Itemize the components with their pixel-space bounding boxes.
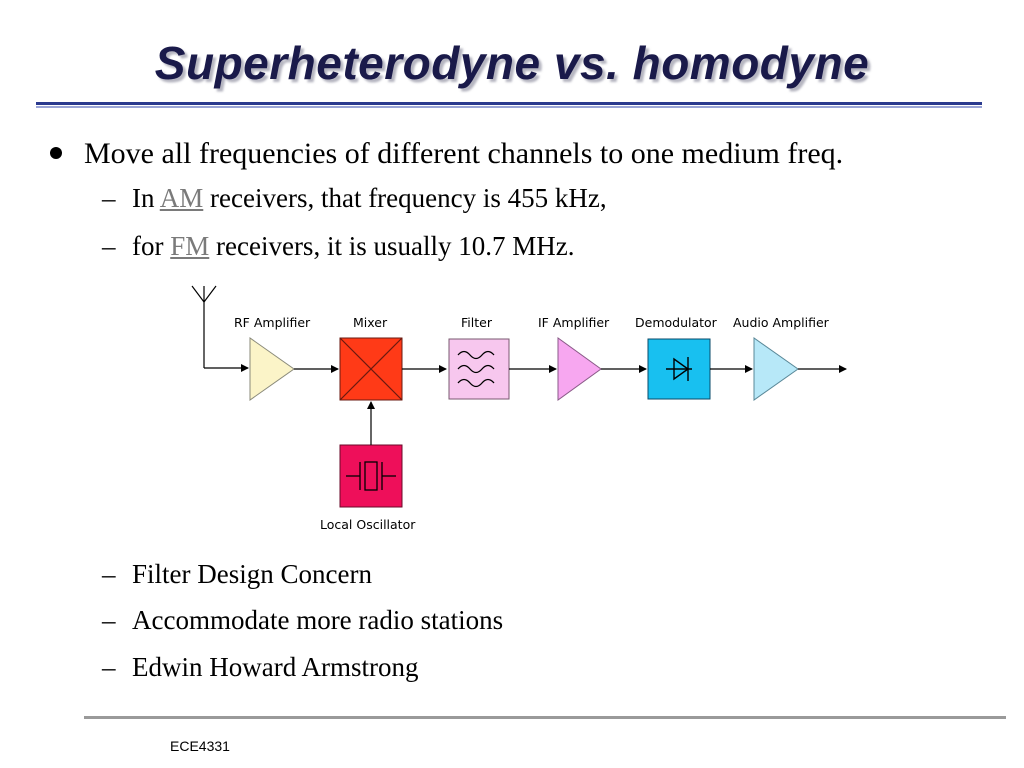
dash-icon: –	[102, 183, 116, 213]
sub-bullet-fm-pre: for	[132, 231, 171, 261]
if-amplifier-triangle	[557, 337, 602, 401]
diode-icon	[666, 357, 692, 381]
footer-divider	[84, 716, 1006, 719]
sub-bullet-fm: –for FM receivers, it is usually 10.7 MH…	[102, 231, 574, 262]
rf-amplifier-label: RF Amplifier	[234, 315, 311, 330]
title-divider	[36, 102, 982, 105]
mixer-label: Mixer	[353, 315, 388, 330]
dash-icon: –	[102, 231, 116, 261]
am-link[interactable]: AM	[159, 183, 204, 213]
antenna-icon	[191, 285, 249, 372]
sub-bullet-armstrong-text: Edwin Howard Armstrong	[132, 652, 419, 682]
local-oscillator-label: Local Oscillator	[320, 517, 416, 532]
main-bullet: Move all frequencies of different channe…	[50, 137, 843, 171]
title-divider-shadow	[36, 106, 982, 108]
footer-text: ECE4331	[170, 738, 230, 754]
fm-link[interactable]: FM	[170, 231, 210, 261]
bullet-dot-icon	[50, 147, 62, 160]
dash-icon: –	[102, 605, 116, 635]
main-bullet-text: Move all frequencies of different channe…	[84, 137, 844, 170]
sub-bullet-stations-text: Accommodate more radio stations	[132, 605, 504, 635]
sub-bullet-am: –In AM receivers, that frequency is 455 …	[102, 183, 607, 214]
wave-icon	[457, 350, 495, 388]
sub-bullet-armstrong: –Edwin Howard Armstrong	[102, 652, 418, 683]
audio-amplifier-triangle	[753, 337, 799, 401]
mixer-block	[339, 337, 403, 401]
sub-bullet-am-post: receivers, that frequency is 455 kHz,	[203, 183, 607, 213]
sub-bullet-am-pre: In	[132, 183, 160, 213]
demodulator-label: Demodulator	[635, 315, 718, 330]
slide-title: Superheterodyne vs. homodyne	[154, 37, 870, 89]
superheterodyne-block-diagram: RF Amplifier Mixer Filter IF Amplifier D…	[191, 285, 847, 532]
dash-icon: –	[102, 559, 116, 589]
crystal-icon	[346, 461, 396, 491]
sub-bullet-filter-text: Filter Design Concern	[132, 559, 372, 589]
filter-block	[448, 338, 510, 400]
filter-label: Filter	[461, 315, 493, 330]
audio-amplifier-label: Audio Amplifier	[733, 315, 830, 330]
sub-bullet-fm-post: receivers, it is usually 10.7 MHz.	[209, 231, 575, 261]
demodulator-block	[647, 338, 711, 400]
local-oscillator-block	[339, 444, 403, 508]
sub-bullet-filter: –Filter Design Concern	[102, 559, 372, 590]
if-amplifier-label: IF Amplifier	[538, 315, 610, 330]
sub-bullet-stations: –Accommodate more radio stations	[102, 605, 503, 636]
rf-amplifier-triangle	[249, 337, 295, 401]
dash-icon: –	[102, 652, 116, 682]
